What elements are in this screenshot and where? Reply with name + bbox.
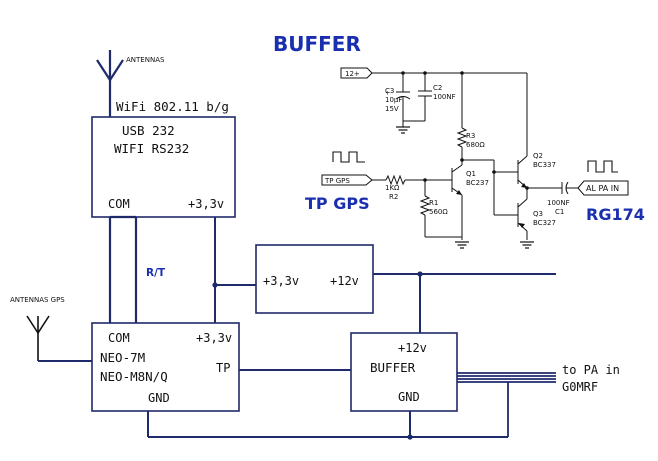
rail-12v-wires	[373, 273, 556, 333]
buffer-v12-label: +12v	[398, 341, 427, 355]
rt-bus-wires	[108, 215, 138, 323]
buffer-block-box	[350, 332, 458, 412]
c1-value: 100NF	[547, 199, 570, 207]
q3-type: BC327	[533, 219, 556, 227]
c3-voltage: 15V	[385, 105, 399, 113]
vin-label: 12+	[345, 70, 360, 78]
gps-com-label: COM	[108, 331, 130, 345]
tp-gps-tag-label: TP GPS	[324, 177, 350, 185]
coax-output-lines	[457, 372, 556, 437]
q2-ref: Q2	[533, 152, 543, 160]
gnd-rail-wires	[147, 411, 508, 438]
ground-icon	[519, 241, 535, 249]
q2-type: BC337	[533, 161, 556, 169]
to-pa-label: to PA in	[562, 363, 620, 377]
buffer-gnd-label: GND	[398, 390, 420, 404]
regulator-v33-label: +3,3v	[263, 274, 299, 288]
c3-ref: C3	[385, 87, 394, 95]
rail-3v3-wires	[214, 217, 256, 323]
junction-dot	[212, 282, 218, 288]
gps-v33-label: +3,3v	[196, 331, 232, 345]
wifi-v33-label: +3,3v	[188, 197, 224, 211]
r1-ref: R1	[429, 199, 438, 207]
r2-ref: R2	[389, 193, 398, 201]
q1-ref: Q1	[466, 170, 476, 178]
al-pa-in-label: AL PA IN	[586, 184, 619, 193]
wifi-module-line1: USB 232	[122, 123, 175, 138]
gps-antenna-icon	[26, 315, 92, 362]
gps-module-box	[91, 322, 240, 412]
transistor-schematic	[321, 67, 629, 240]
schematic-junctions	[401, 71, 529, 190]
junction-dot	[407, 434, 413, 440]
q1-type: BC237	[466, 179, 489, 187]
q3-ref: Q3	[533, 210, 543, 218]
buffer-block-name: BUFFER	[370, 360, 416, 375]
gps-module-line2: NEO-M8N/Q	[100, 369, 168, 384]
r3-value: 680Ω	[466, 141, 485, 149]
c2-value: 100NF	[433, 93, 456, 101]
g0mrf-label: G0MRF	[562, 380, 598, 394]
rt-label: R/T	[146, 267, 166, 279]
tp-gps-label: TP GPS	[305, 194, 370, 213]
antennas-label: ANTENNAS	[126, 56, 165, 64]
wifi-com-label: COM	[108, 197, 130, 211]
wifi-antenna-icon	[96, 50, 124, 117]
r1-value: 560Ω	[429, 208, 448, 216]
c2-ref: C2	[433, 84, 442, 92]
rg174-label: RG174	[586, 205, 645, 224]
junction-dot	[417, 271, 423, 277]
wifi-module-line2: WIFI RS232	[114, 141, 189, 156]
gps-tp-label: TP	[216, 361, 230, 375]
wifi-module-box	[91, 116, 236, 218]
r2-value: 1KΩ	[385, 184, 400, 192]
transistor-arrows	[456, 183, 527, 228]
antennas-gps-label: ANTENNAS GPS	[10, 296, 65, 304]
c3-value: 10µF	[385, 96, 402, 104]
diagram-title: BUFFER	[273, 32, 361, 56]
gps-gnd-label: GND	[148, 391, 170, 405]
ground-icon	[454, 241, 470, 249]
c1-ref: C1	[555, 208, 564, 216]
c3-plus: +	[385, 90, 390, 97]
regulator-v12-label: +12v	[330, 274, 359, 288]
gps-module-line1: NEO-7M	[100, 350, 145, 365]
r3-ref: R3	[466, 132, 475, 140]
regulator-box	[255, 244, 374, 314]
wifi-standard-label: WiFi 802.11 b/g	[116, 99, 229, 114]
ground-icon	[395, 126, 411, 134]
